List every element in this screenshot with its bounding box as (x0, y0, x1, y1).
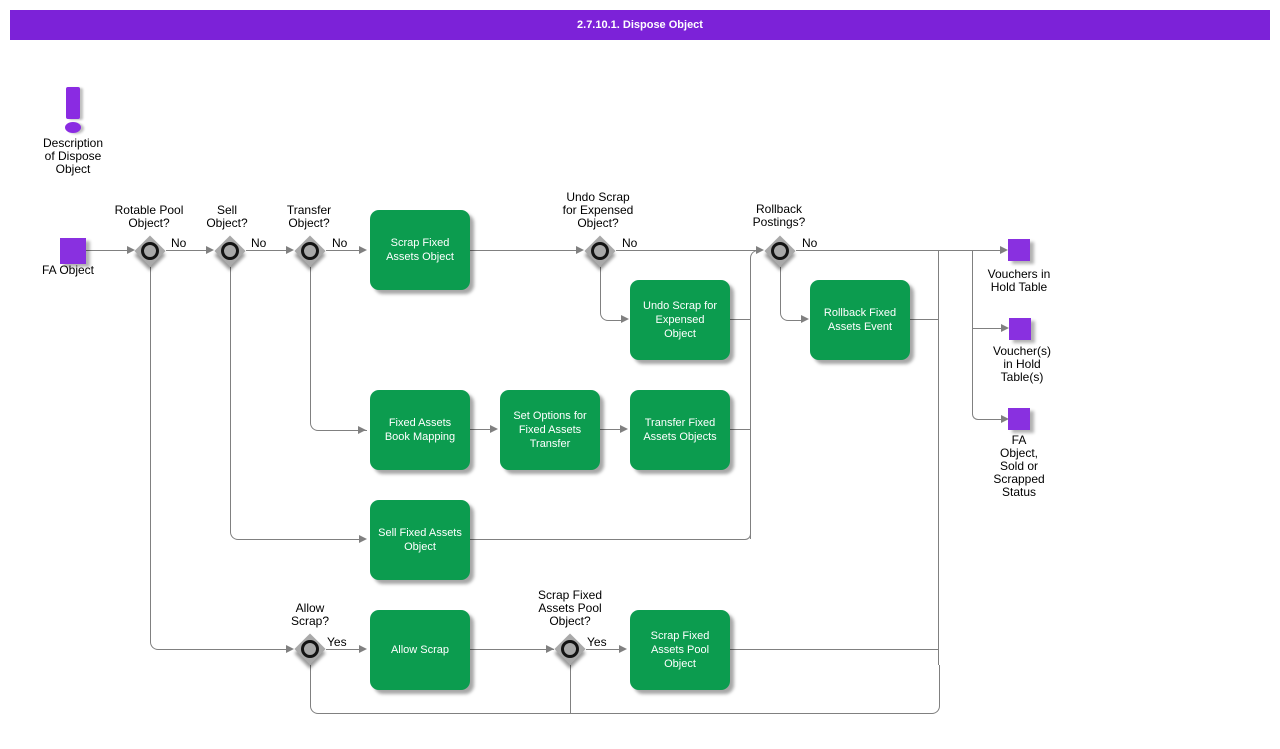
connector (166, 250, 206, 251)
arrowhead (620, 425, 628, 433)
arrowhead (1001, 324, 1009, 332)
connector (972, 411, 1003, 420)
branch-label: No (802, 236, 818, 250)
arrowhead (359, 645, 367, 653)
connector (616, 250, 756, 251)
decision-question: Allow Scrap? (290, 601, 330, 628)
end-node-label: Vouchers in Hold Table (987, 267, 1051, 294)
connector (470, 429, 492, 430)
branch-label: Yes (327, 635, 347, 649)
arrowhead (286, 246, 294, 254)
arrowhead (546, 645, 554, 653)
branch-label: No (332, 236, 348, 250)
decision-undo-scrap-expensed (584, 235, 616, 267)
decision-transfer-object (294, 235, 326, 267)
arrowhead (490, 425, 498, 433)
connector (310, 267, 367, 431)
process-allow-scrap[interactable]: Allow Scrap (370, 610, 470, 690)
connector (326, 250, 359, 251)
decision-circle-icon (561, 640, 579, 658)
connector (470, 649, 554, 650)
end-node-label: Voucher(s) in Hold Table(s) (992, 344, 1052, 384)
arrowhead (1000, 246, 1008, 254)
connector (750, 250, 761, 261)
connector (796, 250, 1000, 251)
start-node-label: FA Object (41, 263, 95, 277)
connector (570, 665, 571, 713)
arrowhead (206, 246, 214, 254)
branch-label: No (622, 236, 638, 250)
connector (730, 429, 750, 430)
connector (600, 429, 622, 430)
arrowhead (359, 246, 367, 254)
connector (586, 649, 619, 650)
decision-question: Rotable Pool Object? (114, 203, 184, 230)
arrowhead (286, 645, 294, 653)
end-node-label: FA Object, Sold or Scrapped Status (993, 433, 1045, 499)
process-fixed-assets-book-mapping[interactable]: Fixed Assets Book Mapping (370, 390, 470, 470)
decision-circle-icon (141, 242, 159, 260)
connector (86, 250, 127, 251)
decision-circle-icon (771, 242, 789, 260)
decision-question: Rollback Postings? (752, 202, 806, 229)
arrowhead (1001, 415, 1009, 423)
connector (246, 250, 286, 251)
arrowhead (359, 535, 367, 543)
decision-rollback-postings (764, 235, 796, 267)
start-node-fa-object (60, 238, 86, 264)
connector (600, 267, 623, 321)
branch-label: No (171, 236, 187, 250)
decision-question: Transfer Object? (286, 203, 332, 230)
exclamation-icon-dot (65, 122, 81, 133)
connector (972, 328, 1001, 329)
arrowhead (621, 315, 629, 323)
decision-question: Sell Object? (206, 203, 248, 230)
connector (972, 251, 973, 412)
connector (230, 267, 361, 540)
connector (938, 251, 939, 665)
decision-circle-icon (301, 640, 319, 658)
connector (730, 319, 750, 320)
process-transfer-fixed-assets-objects[interactable]: Transfer Fixed Assets Objects (630, 390, 730, 470)
end-node-vouchers-hold (1008, 239, 1030, 261)
arrowhead (127, 246, 135, 254)
decision-question: Scrap Fixed Assets Pool Object? (537, 588, 603, 628)
process-scrap-fixed-assets-pool-object[interactable]: Scrap Fixed Assets Pool Object (630, 610, 730, 690)
decision-question: Undo Scrap for Expensed Object? (562, 190, 634, 230)
decision-circle-icon (591, 242, 609, 260)
decision-circle-icon (301, 242, 319, 260)
branch-label: Yes (587, 635, 607, 649)
decision-rotable-pool-object (134, 235, 166, 267)
decision-circle-icon (221, 242, 239, 260)
arrowhead (801, 315, 809, 323)
connector (750, 259, 751, 539)
page-title: 2.7.10.1. Dispose Object (10, 10, 1270, 40)
arrowhead (619, 645, 627, 653)
arrowhead (576, 246, 584, 254)
decision-allow-scrap (294, 633, 326, 665)
connector (470, 531, 751, 540)
end-node-fa-status (1008, 408, 1030, 430)
decision-scrap-pool-object (554, 633, 586, 665)
process-sell-fixed-assets-object[interactable]: Sell Fixed Assets Object (370, 500, 470, 580)
connector (310, 665, 940, 714)
connector (780, 267, 803, 321)
branch-label: No (251, 236, 267, 250)
connector (730, 649, 938, 650)
note-label: Description of Dispose Object (42, 136, 104, 176)
connector (150, 267, 291, 650)
process-scrap-fixed-assets-object[interactable]: Scrap Fixed Assets Object (370, 210, 470, 290)
process-rollback-fixed-assets-event[interactable]: Rollback Fixed Assets Event (810, 280, 910, 360)
connector (910, 319, 938, 320)
arrowhead (358, 426, 366, 434)
process-undo-scrap-expensed-object[interactable]: Undo Scrap for Expensed Object (630, 280, 730, 360)
connector (470, 250, 576, 251)
connector (326, 649, 359, 650)
decision-sell-object (214, 235, 246, 267)
process-set-options-fixed-assets-transfer[interactable]: Set Options for Fixed Assets Transfer (500, 390, 600, 470)
exclamation-icon (66, 87, 80, 119)
end-node-vouchers-hold-tables (1009, 318, 1031, 340)
